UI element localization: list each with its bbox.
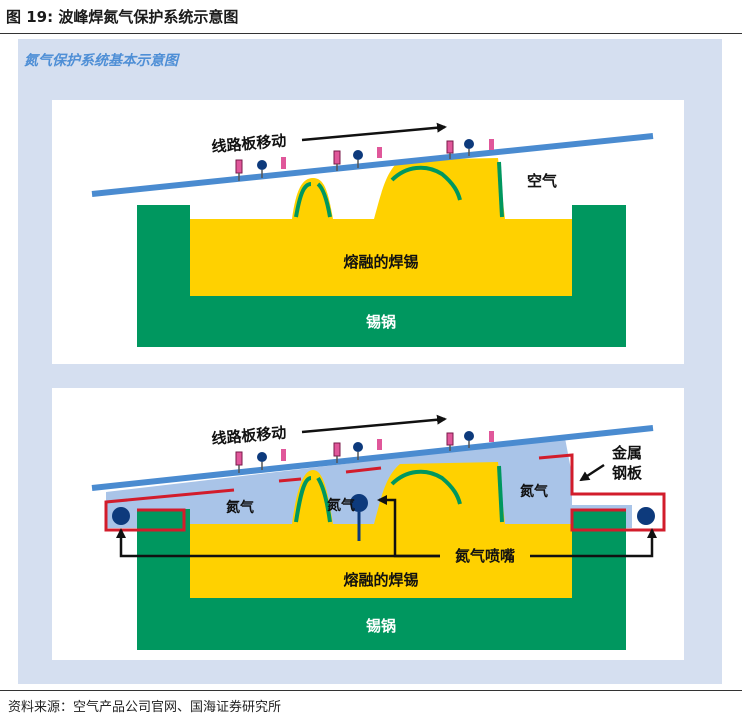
bottom-steel-plate-segment	[345, 466, 382, 474]
top-pot-label: 锡锅	[366, 313, 396, 331]
top-molten-solder	[190, 158, 572, 296]
bottom-component	[333, 442, 341, 457]
figure-title: 图 19: 波峰焊氮气保护系统示意图	[6, 8, 239, 26]
bottom-diagram: 线路板移动 氮气 氮气 氮气 金属 钢板 氮气喷嘴 熔融的焊锡 锡锅	[52, 388, 684, 660]
top-component	[353, 150, 363, 160]
top-air-label: 空气	[527, 172, 557, 190]
bottom-molten-solder	[190, 462, 572, 598]
top-motion-arrow	[301, 122, 447, 142]
top-circuit-board	[91, 133, 654, 197]
top-solder-pot	[137, 205, 626, 347]
top-wave-edge-left	[294, 182, 312, 218]
bottom-plate-callout	[579, 463, 605, 482]
bottom-steel-plate-segment	[278, 477, 302, 483]
bottom-steel-plate-right	[538, 453, 666, 532]
bottom-pot-label: 锡锅	[366, 617, 396, 635]
top-wave-edge-outlet	[497, 161, 504, 218]
bottom-wave-edge-right	[316, 476, 332, 523]
bottom-component	[353, 442, 363, 452]
source-rule	[0, 690, 742, 691]
top-component	[446, 140, 454, 154]
bottom-circuit-board	[91, 425, 654, 491]
bottom-plate-label-line2: 钢板	[612, 464, 643, 482]
top-component	[489, 139, 494, 150]
bottom-wave-arc	[390, 469, 462, 505]
bottom-solder-pot	[137, 509, 626, 650]
figure-source: 资料来源：空气产品公司官网、国海证券研究所	[8, 700, 282, 715]
bottom-steel-plate-left	[104, 488, 235, 532]
bottom-nozzle-callout-right	[530, 528, 657, 558]
bottom-nitrogen-left-label: 氮气	[225, 499, 254, 516]
top-component	[281, 157, 286, 169]
bottom-component	[235, 451, 243, 466]
top-solder-label: 熔融的焊锡	[343, 253, 418, 271]
top-component	[464, 139, 474, 149]
bottom-motion-arrow	[301, 414, 447, 434]
top-wave-arc	[390, 165, 462, 201]
title-rule	[0, 33, 742, 34]
bottom-plate-label-line1: 金属	[611, 444, 642, 462]
bottom-component	[446, 432, 454, 446]
top-diagram: 线路板移动 空气 熔融的焊锡 锡锅	[52, 100, 684, 364]
bottom-component	[489, 431, 494, 442]
bottom-solder-label: 熔融的焊锡	[343, 571, 418, 589]
top-component	[333, 150, 341, 165]
bottom-component	[257, 452, 267, 462]
bottom-nitrogen-center-label: 氮气	[326, 497, 355, 514]
top-component	[235, 159, 243, 174]
bottom-nozzle-right	[637, 507, 655, 525]
top-wave-edge-right	[316, 182, 332, 218]
bottom-component	[281, 449, 286, 461]
bottom-component	[377, 439, 382, 450]
top-component	[377, 147, 382, 158]
bottom-nitrogen-right-label: 氮气	[519, 483, 548, 500]
bottom-nozzle-center	[350, 494, 368, 512]
bottom-wave-edge-left	[294, 476, 312, 523]
panel-title: 氮气保护系统基本示意图	[24, 53, 178, 69]
bottom-component	[464, 431, 474, 441]
top-component	[257, 160, 267, 170]
bottom-wave-edge-outlet	[497, 465, 504, 523]
bottom-nozzle-label: 氮气喷嘴	[455, 547, 515, 565]
bottom-nozzle-callout-left	[116, 528, 440, 558]
bottom-nozzle-left	[112, 507, 130, 525]
